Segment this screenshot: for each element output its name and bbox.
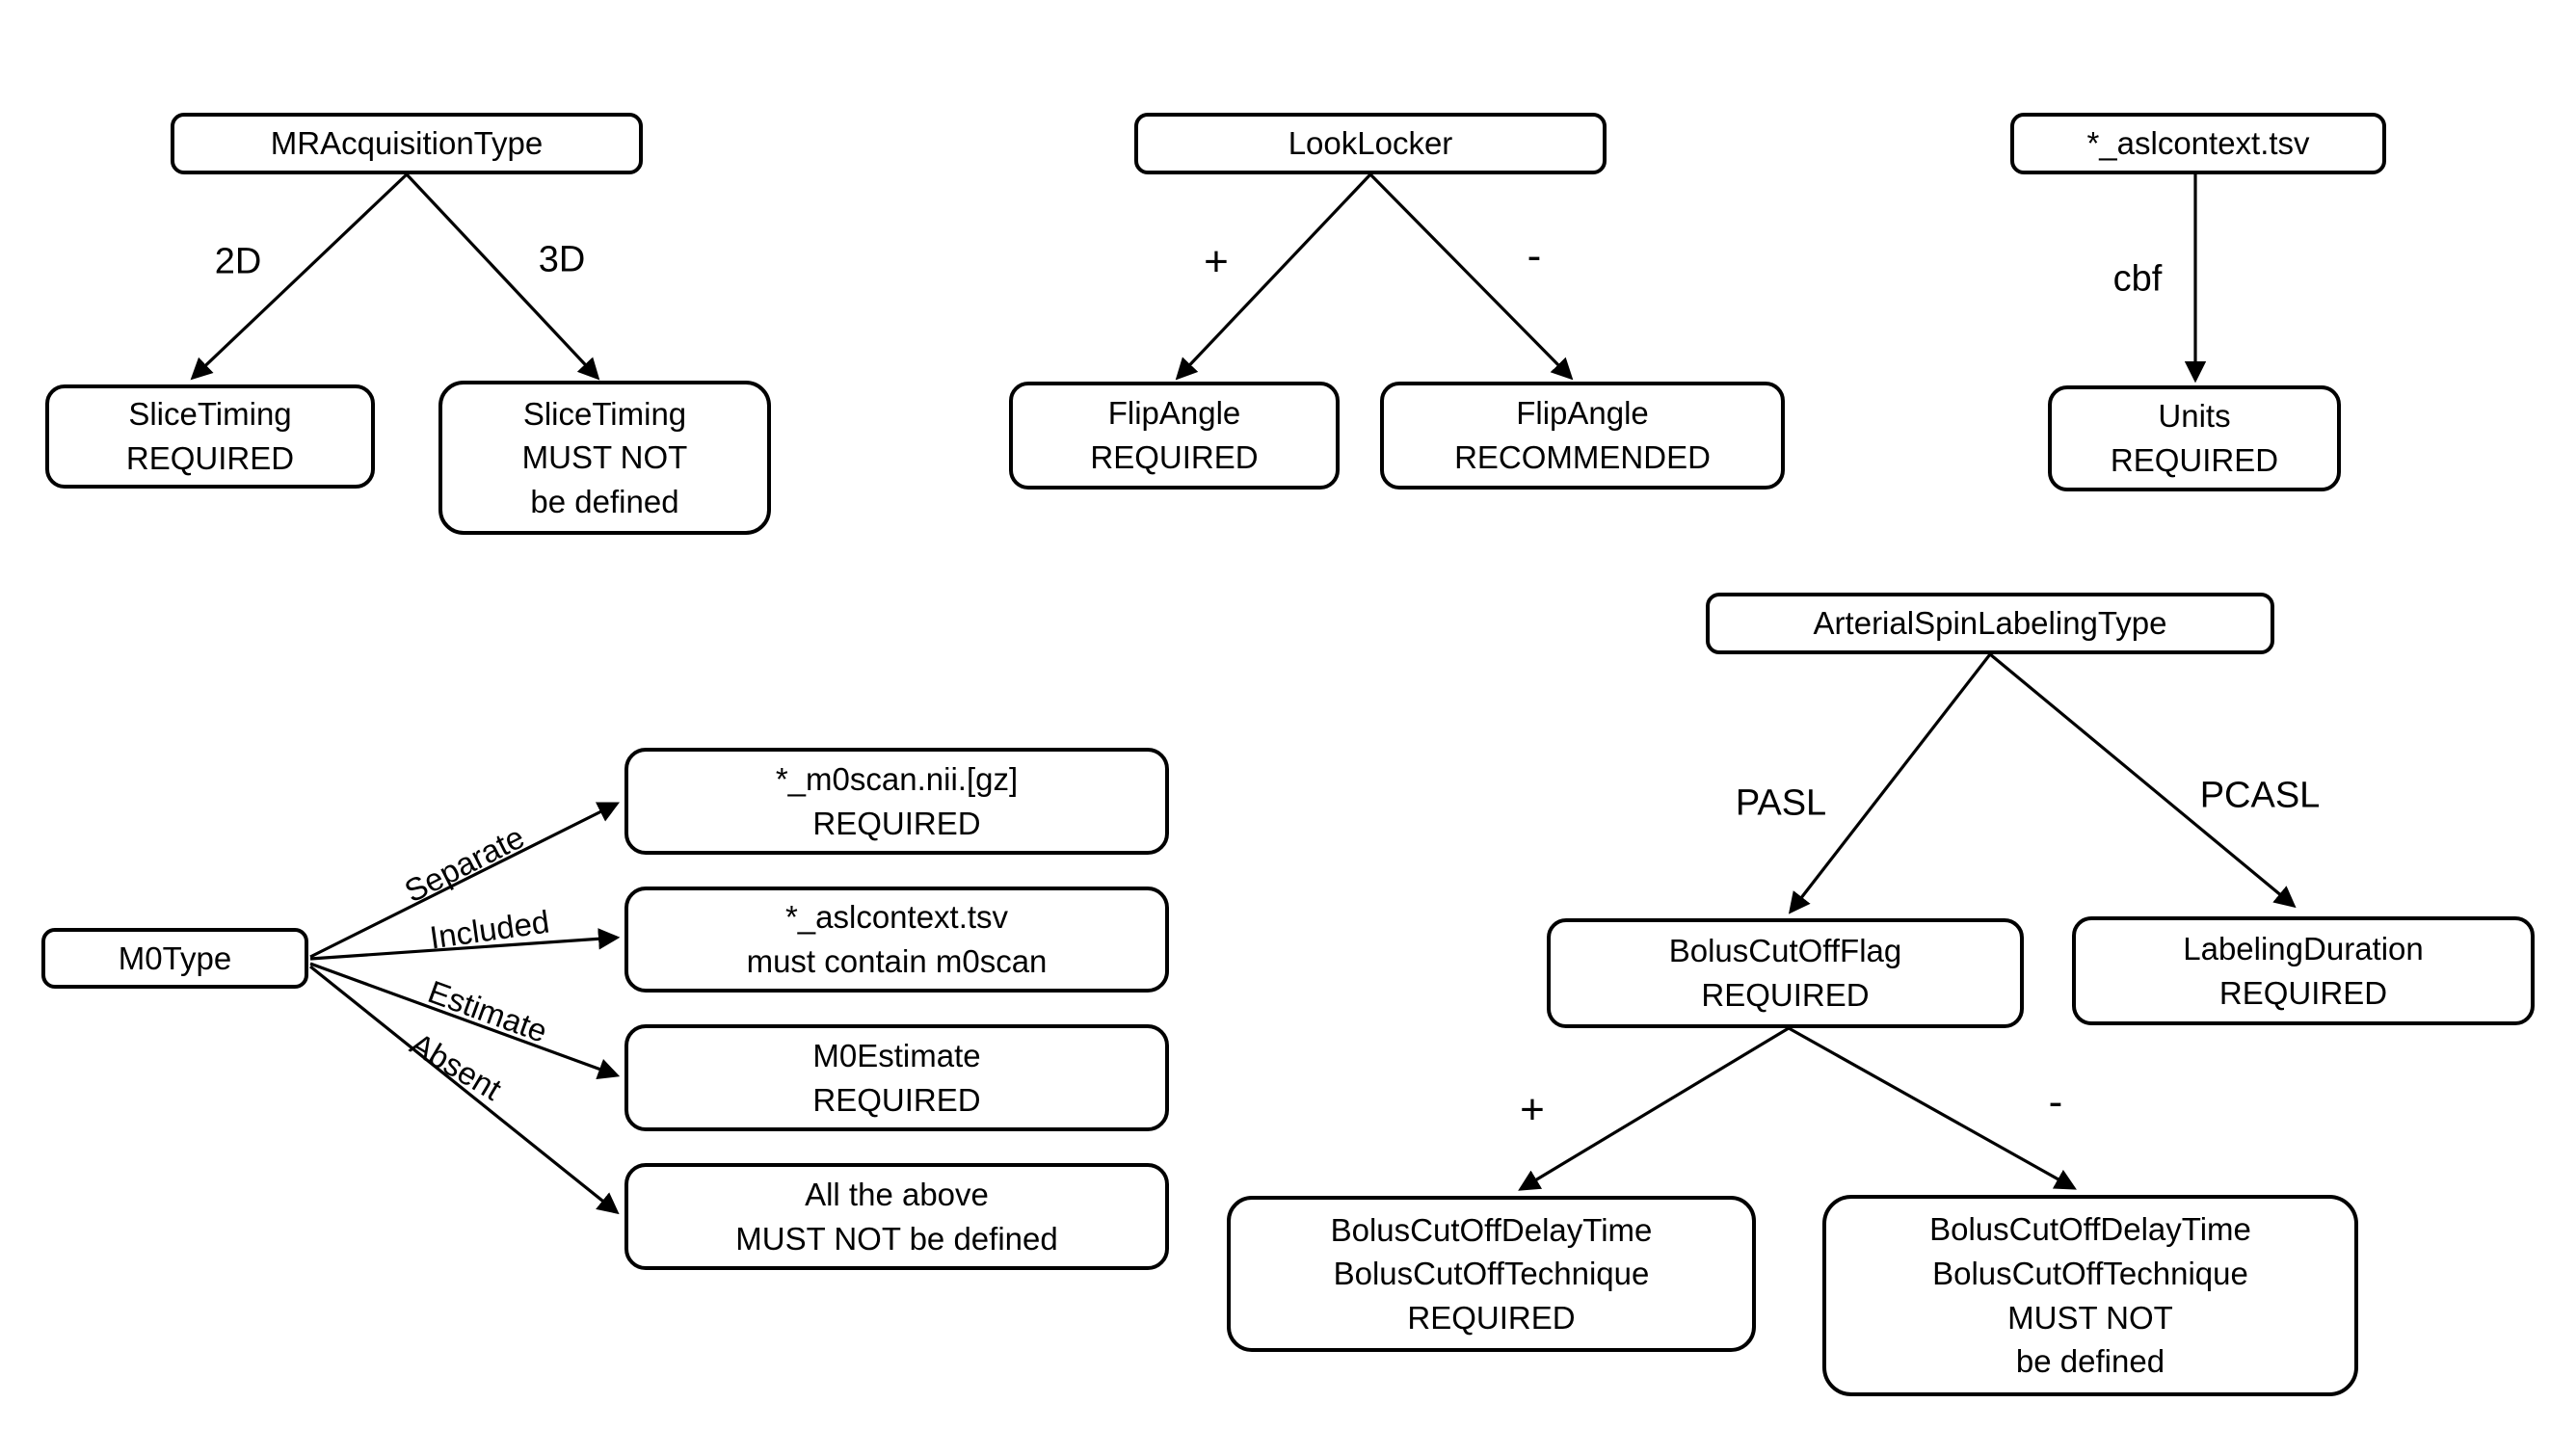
edge-boluscutoffflag-minus bbox=[1788, 1026, 2077, 1190]
node-arterialspinlabelingtype: ArterialSpinLabelingType bbox=[1706, 593, 2274, 654]
edge-label-cbf: cbf bbox=[2112, 258, 2163, 300]
edge-label-2d: 2D bbox=[214, 241, 262, 282]
node-m0scan-required: *_m0scan.nii.[gz] REQUIRED bbox=[624, 748, 1169, 855]
edge-m0type-estimate bbox=[309, 962, 621, 1079]
edge-boluscutoffflag-plus bbox=[1518, 1026, 1790, 1191]
edge-looklocker-minus bbox=[1368, 172, 1574, 381]
edge-label-bolus-minus: - bbox=[2048, 1078, 2063, 1125]
node-slicetiming-must-not: SliceTiming MUST NOT be defined bbox=[438, 381, 771, 535]
edge-mracquisitiontype-3d bbox=[405, 172, 600, 381]
edge-m0type-included bbox=[309, 928, 621, 961]
edge-label-pasl: PASL bbox=[1735, 782, 1827, 824]
edge-m0type-separate bbox=[309, 802, 621, 959]
node-slicetiming-required: SliceTiming REQUIRED bbox=[45, 384, 375, 489]
node-units-required: Units REQUIRED bbox=[2048, 385, 2341, 491]
node-mracquisitiontype: MRAcquisitionType bbox=[171, 113, 643, 174]
edge-label-bolus-plus: + bbox=[1520, 1086, 1545, 1133]
edge-label-3d: 3D bbox=[538, 239, 586, 280]
edge-label-looklocker-plus: + bbox=[1204, 238, 1229, 285]
edge-label-pcasl: PCASL bbox=[2199, 775, 2321, 816]
edge-asltype-pasl bbox=[1788, 653, 1992, 914]
edge-label-looklocker-minus: - bbox=[1527, 232, 1542, 279]
node-boluscutoff-required: BolusCutOffDelayTime BolusCutOffTechniqu… bbox=[1227, 1196, 1756, 1352]
node-aslcontext-root: *_aslcontext.tsv bbox=[2010, 113, 2386, 174]
node-m0estimate-required: M0Estimate REQUIRED bbox=[624, 1024, 1169, 1131]
edge-asltype-pcasl bbox=[1988, 652, 2297, 909]
edge-mracquisitiontype-2d bbox=[190, 172, 409, 381]
node-all-above-must-not: All the above MUST NOT be defined bbox=[624, 1163, 1169, 1270]
edge-m0type-absent bbox=[308, 965, 620, 1215]
node-flipangle-recommended: FlipAngle RECOMMENDED bbox=[1380, 382, 1785, 490]
node-flipangle-required: FlipAngle REQUIRED bbox=[1009, 382, 1340, 490]
node-m0type: M0Type bbox=[41, 928, 308, 989]
edge-looklocker-plus bbox=[1175, 172, 1372, 381]
node-boluscutoffflag-required: BolusCutOffFlag REQUIRED bbox=[1547, 918, 2024, 1028]
node-aslcontext-contains-m0scan: *_aslcontext.tsv must contain m0scan bbox=[624, 887, 1169, 993]
node-looklocker: LookLocker bbox=[1134, 113, 1607, 174]
node-labelingduration-required: LabelingDuration REQUIRED bbox=[2072, 916, 2535, 1025]
node-boluscutoff-must-not: BolusCutOffDelayTime BolusCutOffTechniqu… bbox=[1822, 1195, 2358, 1396]
